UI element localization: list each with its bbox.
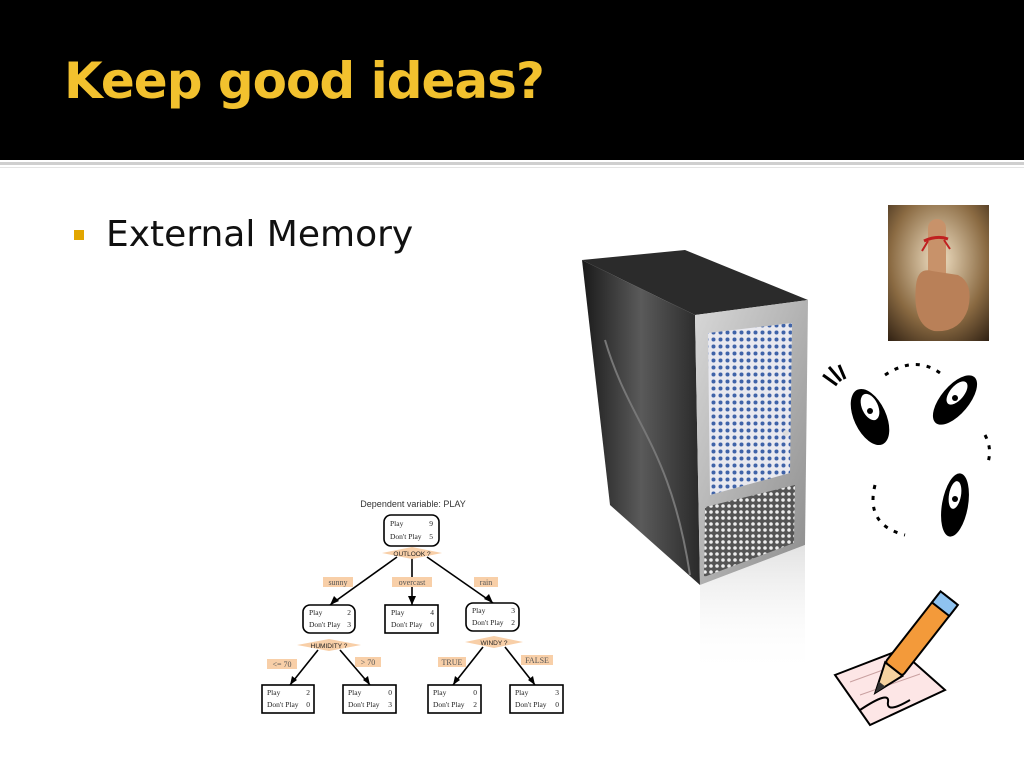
branch-label-windy-true: TRUE — [442, 658, 463, 667]
svg-text:2: 2 — [511, 618, 515, 627]
title-divider-thin — [0, 167, 1024, 168]
branch-label-overcast: overcast — [399, 578, 426, 587]
tree-leaf: Play 0 Don't Play 3 — [342, 684, 397, 714]
bullet-text: External Memory — [106, 214, 414, 255]
svg-text:Don't Play: Don't Play — [267, 700, 299, 709]
finger-with-string-icon — [888, 205, 989, 341]
svg-text:3: 3 — [555, 688, 559, 697]
svg-text:Don't Play: Don't Play — [348, 700, 380, 709]
bullet-item: External Memory — [74, 214, 413, 255]
svg-text:3: 3 — [388, 700, 392, 709]
svg-text:2: 2 — [347, 608, 351, 617]
pencil-and-paper-icon — [833, 590, 960, 727]
svg-text:2: 2 — [473, 700, 477, 709]
tree-heading: Dependent variable: PLAY — [360, 499, 465, 509]
tree-node-sunny: Play 2 Don't Play 3 HUMIDITY ? — [297, 604, 361, 651]
svg-text:Play: Play — [391, 608, 405, 617]
branch-label-humidity-low: <= 70 — [272, 660, 291, 669]
svg-text:Play: Play — [433, 688, 447, 697]
svg-text:0: 0 — [555, 700, 559, 709]
svg-text:5: 5 — [429, 532, 433, 541]
svg-text:Don't Play: Don't Play — [433, 700, 465, 709]
svg-text:0: 0 — [430, 620, 434, 629]
tree-leaf: Play 2 Don't Play 0 — [261, 684, 315, 714]
svg-text:Play: Play — [348, 688, 362, 697]
svg-text:Don't Play: Don't Play — [390, 532, 422, 541]
svg-text:Don't Play: Don't Play — [515, 700, 547, 709]
svg-text:4: 4 — [430, 608, 434, 617]
svg-text:Don't Play: Don't Play — [391, 620, 423, 629]
svg-text:2: 2 — [306, 688, 310, 697]
tree-leaf: Play 3 Don't Play 0 — [509, 684, 564, 714]
tree-node-root: Play 9 Don't Play 5 OUTLOOK ? — [382, 514, 442, 559]
footprints-icon — [822, 363, 992, 537]
svg-text:Don't Play: Don't Play — [472, 618, 504, 627]
branch-label-windy-false: FALSE — [525, 656, 549, 665]
title-bar — [0, 0, 1024, 160]
svg-text:3: 3 — [511, 606, 515, 615]
branch-label-rain: rain — [480, 578, 492, 587]
bullet-square-icon — [74, 229, 84, 240]
svg-text:Don't Play: Don't Play — [309, 620, 341, 629]
svg-text:9: 9 — [429, 519, 433, 528]
svg-text:0: 0 — [473, 688, 477, 697]
tree-node-overcast: Play 4 Don't Play 0 — [384, 604, 439, 634]
svg-text:0: 0 — [388, 688, 392, 697]
slide-title: Keep good ideas? — [64, 52, 545, 110]
server-tower-icon — [582, 250, 808, 675]
title-divider — [0, 162, 1024, 165]
svg-text:0: 0 — [306, 700, 310, 709]
svg-text:WINDY ?: WINDY ? — [481, 640, 508, 647]
branch-label-sunny: sunny — [328, 578, 347, 587]
tree-leaf: Play 0 Don't Play 2 — [427, 684, 482, 714]
decision-tree-diagram: Dependent variable: PLAY sunny overcast … — [261, 499, 564, 714]
svg-text:Play: Play — [472, 606, 486, 615]
svg-text:Play: Play — [309, 608, 323, 617]
svg-text:Play: Play — [390, 519, 404, 528]
svg-text:OUTLOOK ?: OUTLOOK ? — [393, 551, 431, 558]
svg-text:HUMIDITY ?: HUMIDITY ? — [311, 643, 348, 650]
svg-text:Play: Play — [267, 688, 281, 697]
svg-text:3: 3 — [347, 620, 351, 629]
tree-node-rain: Play 3 Don't Play 2 WINDY ? — [465, 602, 523, 648]
svg-text:Play: Play — [515, 688, 529, 697]
branch-label-humidity-high: > 70 — [361, 658, 376, 667]
